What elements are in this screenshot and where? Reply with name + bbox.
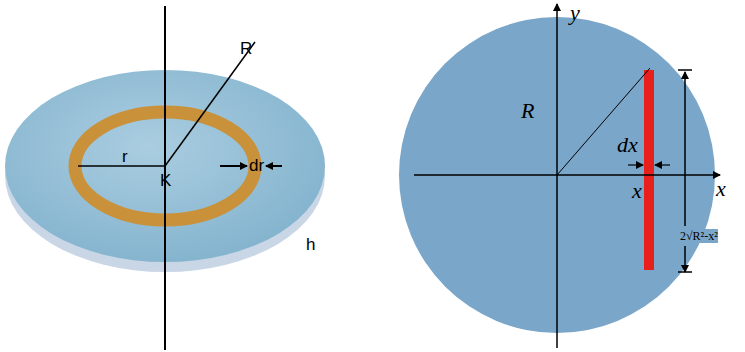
position-label: x	[632, 180, 642, 202]
axis-label: x	[716, 178, 726, 200]
radius-label: R	[521, 100, 534, 122]
ring-width-label: dr	[249, 157, 264, 174]
radius-label: R	[240, 40, 252, 57]
ring-radius-label: r	[122, 148, 128, 165]
length-label: 2√R²-x²	[680, 229, 718, 243]
center-label: K	[160, 172, 171, 189]
strip	[644, 70, 654, 270]
width-label: dx	[617, 134, 638, 156]
thickness-label: h	[306, 236, 315, 253]
axis-label: y	[570, 2, 580, 24]
